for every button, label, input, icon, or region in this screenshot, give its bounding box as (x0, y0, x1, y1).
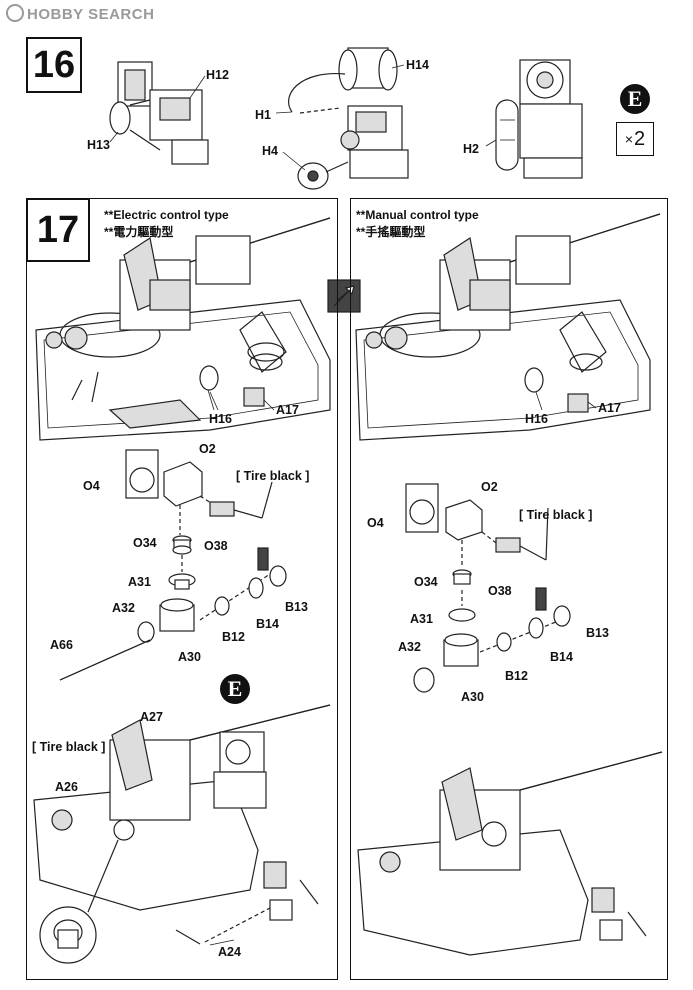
electric-type-title-jp: **電力驅動型 (104, 225, 174, 239)
manual-label-tire-black: [ Tire black ] (519, 508, 593, 522)
step16-h14-h1-h4-assembly (287, 47, 409, 190)
step16-h12-h13-assembly (109, 61, 209, 165)
step16-quantity: 2 (634, 127, 646, 150)
manual-label-b12: B12 (505, 669, 528, 683)
electric-label-b13: B13 (285, 600, 308, 614)
bottom-label-tire-black: [ Tire black ] (32, 740, 106, 754)
step16-quantity-box: ×2 (616, 122, 654, 156)
electric-gearbox-parts (59, 449, 287, 681)
manual-label-a17: A17 (598, 401, 621, 415)
manual-label-o4: O4 (367, 516, 384, 530)
step17-sprue-e-badge: E (220, 674, 250, 704)
manual-bottom-assembly (357, 751, 663, 956)
electric-type-title: **Electric control type (104, 208, 229, 222)
step16-h2-assembly (495, 59, 583, 179)
electric-label-tire-black: [ Tire black ] (236, 469, 310, 483)
electric-label-a66: A66 (50, 638, 73, 652)
hobby-search-logo-icon (6, 4, 24, 22)
electric-label-o2: O2 (199, 442, 216, 456)
step17-electric-panel (26, 198, 338, 980)
electric-h16-a17-parts (199, 365, 265, 411)
manual-type-title: **Manual control type (356, 208, 479, 222)
electric-label-a30: A30 (178, 650, 201, 664)
electric-label-b12: B12 (222, 630, 245, 644)
manual-label-a31: A31 (410, 612, 433, 626)
manual-gearbox-parts (405, 483, 571, 693)
step17-manual-panel (350, 198, 668, 980)
electric-bottom-assembly (33, 704, 331, 945)
manual-type-title-jp: **手搖驅動型 (356, 225, 426, 239)
bottom-label-a27: A27 (140, 710, 163, 724)
manual-h16-a17-parts (524, 367, 589, 413)
electric-label-b14: B14 (256, 617, 279, 631)
part-label-h2: H2 (463, 142, 479, 156)
electric-label-o38: O38 (204, 539, 228, 553)
multiply-icon: × (624, 131, 634, 147)
electric-label-a17: A17 (276, 403, 299, 417)
bottom-label-a24: A24 (218, 945, 241, 959)
leader-lines (109, 64, 597, 946)
manual-label-b13: B13 (586, 626, 609, 640)
part-label-h12: H12 (206, 68, 229, 82)
step16-sprue-e-badge: E (620, 84, 650, 114)
part-label-h14: H14 (406, 58, 429, 72)
electric-label-a31: A31 (128, 575, 151, 589)
manual-label-a30: A30 (461, 690, 484, 704)
manual-label-o2: O2 (481, 480, 498, 494)
part-label-h1: H1 (255, 108, 271, 122)
manual-label-a32: A32 (398, 640, 421, 654)
bottom-label-a26: A26 (55, 780, 78, 794)
part-label-h4: H4 (262, 144, 278, 158)
electric-label-a32: A32 (112, 601, 135, 615)
electric-label-o34: O34 (133, 536, 157, 550)
electric-label-o4: O4 (83, 479, 100, 493)
hobby-search-watermark: HOBBY SEARCH (6, 4, 154, 23)
part-label-h13: H13 (87, 138, 110, 152)
electric-label-h16: H16 (209, 412, 232, 426)
step-17-number: 17 (26, 198, 90, 262)
step-16-number: 16 (26, 37, 82, 93)
manual-label-b14: B14 (550, 650, 573, 664)
manual-label-h16: H16 (525, 412, 548, 426)
manual-label-o38: O38 (488, 584, 512, 598)
manual-label-o34: O34 (414, 575, 438, 589)
a26-detail-callout (39, 839, 119, 964)
